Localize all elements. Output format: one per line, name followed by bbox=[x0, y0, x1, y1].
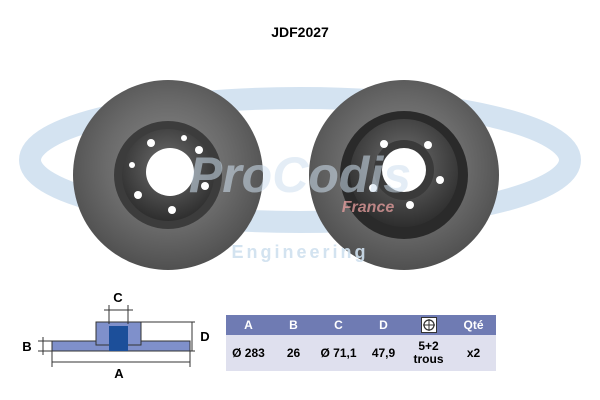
spec-value-row: Ø 283 26 Ø 71,1 47,9 5+2 trous x2 bbox=[226, 335, 496, 371]
spec-header-row: A B C D Qté bbox=[226, 315, 496, 335]
product-photo: ProCodis France Engineering bbox=[19, 80, 581, 270]
holes-icon bbox=[406, 315, 451, 335]
dim-label-c: C bbox=[113, 290, 123, 305]
dim-label-d: D bbox=[200, 329, 209, 344]
spec-value-a: Ø 283 bbox=[232, 345, 265, 360]
part-code: JDF2027 bbox=[271, 24, 329, 40]
dimension-diagram: C D B A bbox=[22, 290, 209, 381]
brake-disc-front-photo bbox=[73, 80, 263, 270]
spec-value-b: 26 bbox=[286, 345, 301, 360]
spec-table: A B C D Qté Ø 283 26 Ø 71,1 47,9 5+2 tro… bbox=[226, 315, 496, 371]
watermark-sub: France bbox=[342, 199, 395, 216]
spec-header-d: D bbox=[379, 317, 388, 332]
spec-value-holes: 5+2 trous bbox=[413, 339, 444, 366]
watermark-brand: ProCodis bbox=[189, 147, 411, 203]
watermark-logo bbox=[19, 87, 581, 233]
spec-value-c: Ø 71,1 bbox=[320, 345, 357, 360]
spec-header-b: B bbox=[289, 317, 298, 332]
dim-label-b: B bbox=[22, 339, 31, 354]
spec-value-d: 47,9 bbox=[371, 345, 396, 360]
spec-header-c: C bbox=[334, 317, 343, 332]
brake-disc-rear-photo bbox=[309, 80, 499, 270]
dim-label-a: A bbox=[114, 366, 124, 381]
hub-bore bbox=[109, 326, 128, 351]
watermark-tagline: Engineering bbox=[231, 242, 368, 262]
spec-header-a: A bbox=[244, 317, 253, 332]
spec-value-qty: x2 bbox=[466, 345, 481, 360]
spec-header-qty: Qté bbox=[463, 317, 484, 332]
